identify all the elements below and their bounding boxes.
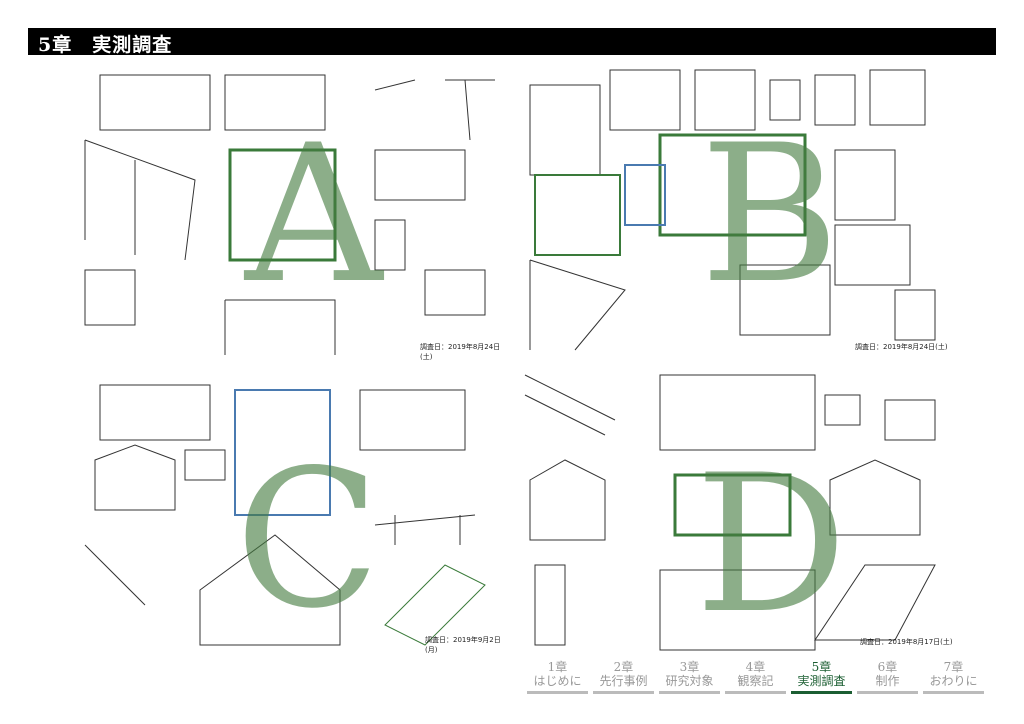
chapter-number: 1章 xyxy=(547,660,568,674)
sketch-drawings xyxy=(84,74,495,355)
section-letter-d: D xyxy=(695,434,848,655)
section-letter-b: B xyxy=(700,104,840,325)
section-letter-a: A xyxy=(245,104,383,325)
page-title: 5章 実測調査 xyxy=(38,34,173,56)
chapter-label: 先行事例 xyxy=(599,674,648,688)
section-d-sketches: D 調査日：2019年8月17日(土) xyxy=(515,365,955,655)
chapter-number: 3章 xyxy=(679,660,700,674)
chapter-nav: 1章はじめに 2章先行事例 3章研究対象 4章観察記 5章実測調査 6章制作 7… xyxy=(527,660,984,694)
chapter-label: 実測調査 xyxy=(797,674,846,688)
chapter-number: 4章 xyxy=(745,660,766,674)
chapter-number: 2章 xyxy=(613,660,634,674)
chapter-label: 観察記 xyxy=(737,674,774,688)
chapter-label: はじめに xyxy=(533,674,582,688)
survey-date: 調査日：2019年8月24日(土) xyxy=(855,343,948,351)
nav-chapter-3[interactable]: 3章研究対象 xyxy=(659,660,720,694)
chapter-number: 5章 xyxy=(811,660,832,674)
chapter-label: 研究対象 xyxy=(665,674,714,688)
nav-chapter-5[interactable]: 5章実測調査 xyxy=(791,660,852,694)
chapter-number: 6章 xyxy=(877,660,898,674)
chapter-header: 5章 実測調査 xyxy=(28,28,996,56)
nav-chapter-7[interactable]: 7章おわりに xyxy=(923,660,984,694)
nav-chapter-4[interactable]: 4章観察記 xyxy=(725,660,786,694)
survey-date: 調査日：2019年9月2日(月) xyxy=(425,636,501,654)
sketch-drawings xyxy=(524,374,936,651)
survey-date: 調査日：2019年8月24日(土) xyxy=(420,343,501,361)
sketch-drawings xyxy=(84,384,486,646)
nav-chapter-6[interactable]: 6章制作 xyxy=(857,660,918,694)
sketch-drawings xyxy=(529,69,936,351)
survey-date: 調査日：2019年8月17日(土) xyxy=(860,638,953,646)
nav-chapter-1[interactable]: 1章はじめに xyxy=(527,660,588,694)
chapter-number: 7章 xyxy=(943,660,964,674)
section-letter-c: C xyxy=(235,429,381,650)
section-c-sketches: C 調査日：2019年9月2日(月) xyxy=(75,365,505,655)
chapter-label: おわりに xyxy=(929,674,978,688)
section-a-sketches: A 調査日：2019年8月24日(土) xyxy=(75,60,505,361)
section-b-sketches: B 調査日：2019年8月24日(土) xyxy=(515,60,955,360)
chapter-label: 制作 xyxy=(875,674,900,688)
nav-chapter-2[interactable]: 2章先行事例 xyxy=(593,660,654,694)
